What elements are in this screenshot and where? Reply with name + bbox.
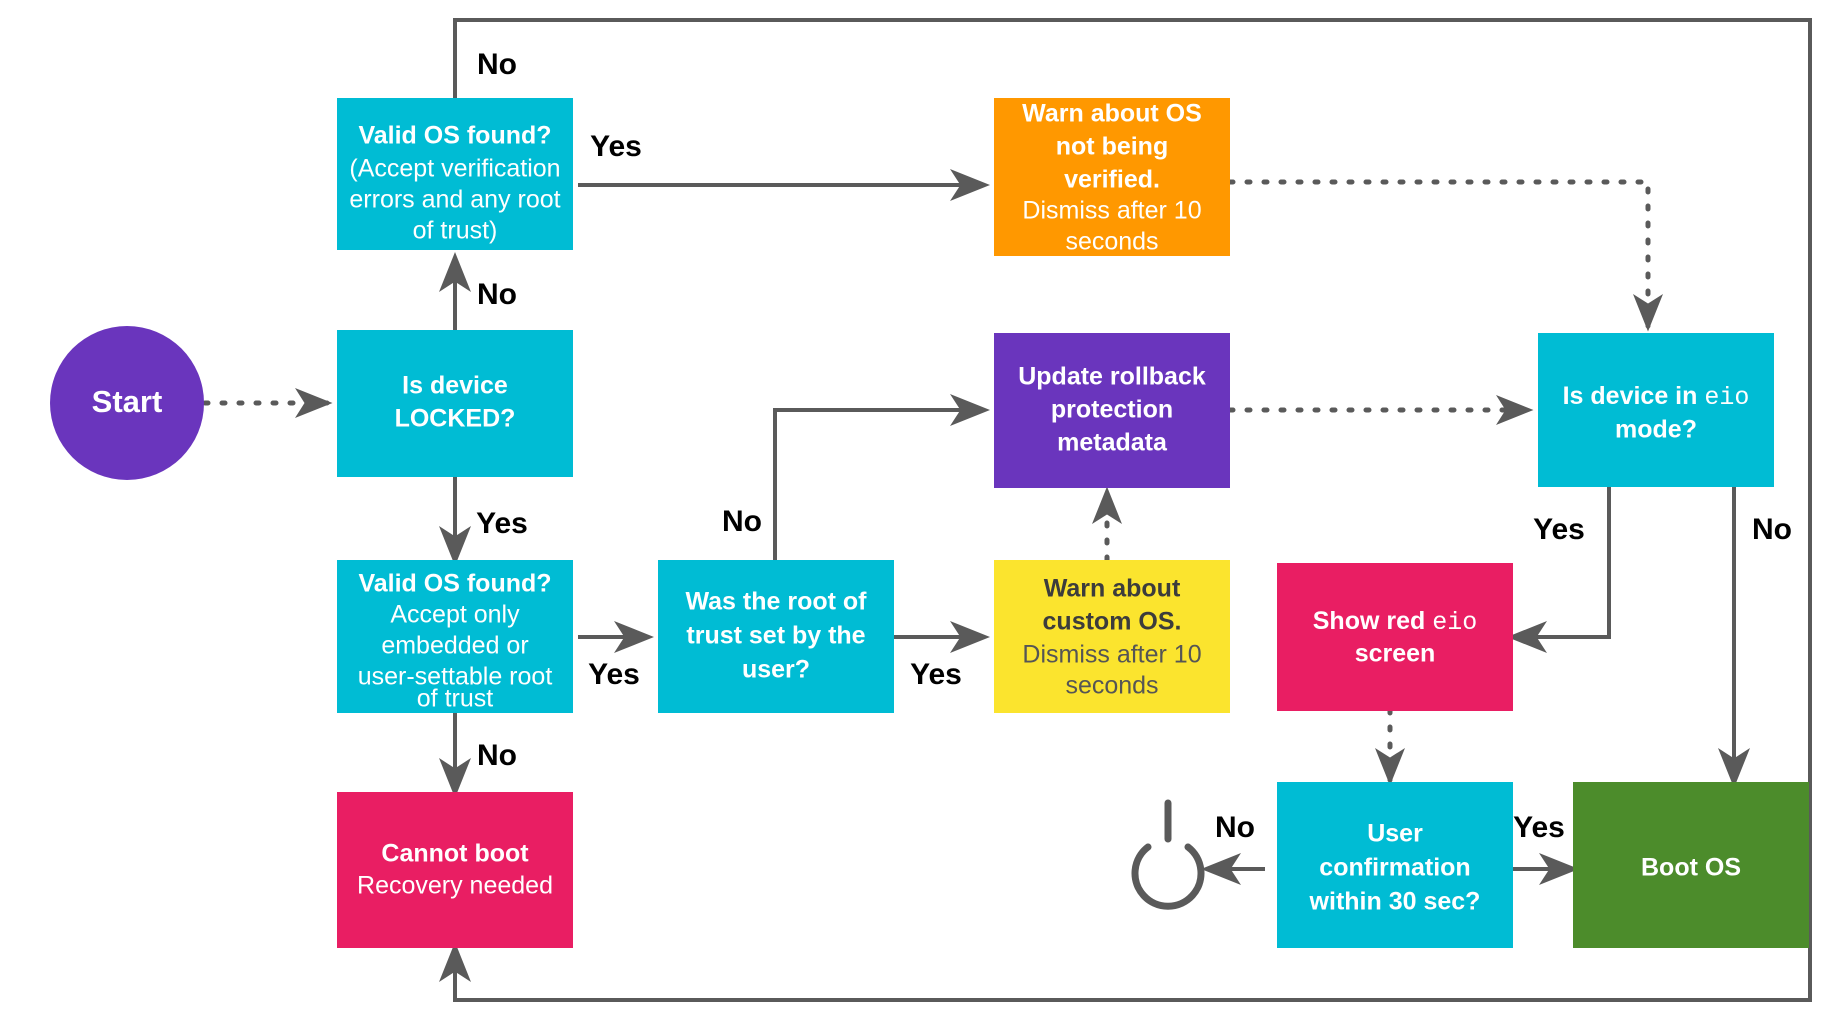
edge-label-locked-yes: Yes: [476, 507, 528, 540]
node-root-of-trust-user[interactable]: Was the root of trust set by the user?: [658, 560, 894, 713]
node-root-of-trust-line1: Was the root of: [685, 588, 867, 616]
node-user-confirmation[interactable]: User confirmation within 30 sec?: [1277, 782, 1513, 948]
node-is-device-locked[interactable]: Is device LOCKED?: [337, 330, 573, 477]
svg-text:Is device in eio: Is device in eio: [1563, 382, 1750, 412]
edge-label-unlocked-no: No: [477, 48, 517, 81]
node-root-of-trust-line2: trust set by the: [686, 622, 865, 650]
node-boot-os[interactable]: Boot OS: [1573, 782, 1809, 948]
node-valid-os-locked-sub3: user-settable root: [358, 663, 553, 691]
node-show-red-eio-line2: screen: [1355, 640, 1436, 668]
node-warn-not-verified-title3: verified.: [1064, 166, 1160, 194]
node-valid-os-unlocked-sub1: (Accept verification: [349, 155, 560, 183]
edge-label-rot-yes: Yes: [910, 658, 962, 691]
node-user-confirmation-line3: within 30 sec?: [1309, 888, 1481, 916]
node-is-device-eio[interactable]: Is device in eio mode?: [1538, 333, 1774, 487]
edge-warn-verified-to-eio: [1227, 179, 1663, 332]
node-update-rollback-line2: protection: [1051, 396, 1173, 424]
node-valid-os-unlocked[interactable]: Valid OS found? (Accept verification err…: [337, 98, 573, 250]
node-warn-not-verified-title2: not being: [1056, 133, 1168, 161]
edge-label-confirm-yes: Yes: [1513, 811, 1565, 844]
node-root-of-trust-line3: user?: [742, 656, 810, 684]
node-valid-os-unlocked-sub2: errors and any root: [349, 186, 560, 214]
node-valid-os-locked-title: Valid OS found?: [358, 570, 551, 598]
edge-label-valid-locked-no: No: [477, 739, 517, 772]
node-update-rollback-line1: Update rollback: [1018, 363, 1206, 391]
power-off-icon: [1131, 799, 1205, 910]
node-start[interactable]: Start: [50, 326, 204, 480]
edge-label-confirm-no: No: [1215, 811, 1255, 844]
node-is-device-locked-line2: LOCKED?: [395, 405, 516, 433]
node-warn-custom-os-title2: custom OS.: [1043, 608, 1182, 636]
node-warn-not-verified-sub2: seconds: [1065, 228, 1158, 256]
node-warn-custom-os[interactable]: Warn about custom OS. Dismiss after 10 s…: [994, 560, 1230, 713]
node-valid-os-unlocked-sub3: of trust): [413, 217, 498, 245]
edge-label-rot-no: No: [722, 505, 762, 538]
node-update-rollback[interactable]: Update rollback protection metadata: [994, 333, 1230, 488]
node-show-red-eio-pre: Show red: [1313, 607, 1432, 635]
node-cannot-boot[interactable]: Cannot boot Recovery needed: [337, 792, 573, 948]
edge-rot-no: [773, 394, 990, 560]
edge-label-locked-no: No: [477, 278, 517, 311]
node-warn-not-verified-title1: Warn about OS: [1022, 100, 1202, 128]
node-valid-os-locked-sub2: embedded or: [381, 632, 528, 660]
edge-unlocked-no-top-loop: [439, 18, 1812, 1002]
node-update-rollback-line3: metadata: [1057, 429, 1168, 457]
node-valid-os-locked[interactable]: Valid OS found? Accept only embedded or …: [337, 560, 573, 713]
node-valid-os-unlocked-title: Valid OS found?: [358, 122, 551, 150]
node-user-confirmation-line1: User: [1367, 820, 1423, 848]
node-cannot-boot-title: Cannot boot: [381, 840, 529, 868]
node-warn-custom-os-sub1: Dismiss after 10: [1022, 641, 1201, 669]
node-is-device-eio-line1-pre: Is device in: [1563, 382, 1705, 410]
node-warn-custom-os-sub2: seconds: [1065, 672, 1158, 700]
node-boot-os-label: Boot OS: [1641, 854, 1741, 882]
edge-label-eio-yes: Yes: [1533, 513, 1585, 546]
node-show-red-eio[interactable]: Show red eio screen: [1277, 563, 1513, 711]
edge-label-valid-locked-yes: Yes: [588, 658, 640, 691]
node-valid-os-locked-sub1: Accept only: [390, 601, 520, 629]
node-warn-custom-os-title1: Warn about: [1044, 575, 1181, 603]
node-is-device-eio-mono: eio: [1704, 383, 1749, 412]
edge-label-eio-no: No: [1752, 513, 1792, 546]
node-is-device-locked-line1: Is device: [402, 372, 508, 400]
node-valid-os-locked-sub4: of trust: [417, 685, 493, 713]
edge-label-unlocked-yes: Yes: [590, 130, 642, 163]
node-user-confirmation-line2: confirmation: [1319, 854, 1470, 882]
node-cannot-boot-sub: Recovery needed: [357, 872, 553, 900]
node-show-red-eio-mono: eio: [1432, 608, 1477, 637]
node-warn-not-verified[interactable]: Warn about OS not being verified. Dismis…: [994, 98, 1230, 256]
svg-text:Show red eio: Show red eio: [1313, 607, 1477, 637]
node-start-label: Start: [92, 384, 163, 419]
node-warn-not-verified-sub1: Dismiss after 10: [1022, 197, 1201, 225]
edge-eio-yes: [1507, 487, 1611, 653]
node-is-device-eio-line2: mode?: [1615, 416, 1697, 444]
